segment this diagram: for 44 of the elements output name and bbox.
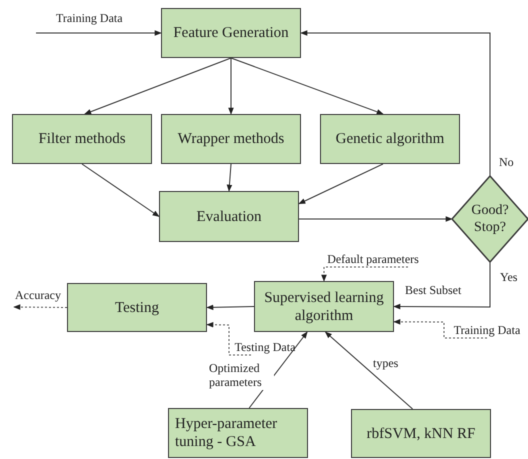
process-box [159, 191, 299, 242]
node-text: Filter methods [38, 130, 126, 148]
dashed-arrow [206, 322, 252, 356]
arrow [298, 216, 453, 222]
process-box [161, 114, 301, 164]
arrow [298, 164, 384, 204]
dashed-arrow [393, 319, 488, 338]
dashed-arrow [321, 266, 408, 282]
edge-label: Yes [499, 270, 518, 284]
edge-label: Accuracy [14, 288, 62, 302]
node-text: Wrapper methods [178, 130, 284, 148]
arrow [206, 304, 254, 310]
arrow [84, 58, 232, 114]
input-label: Testing Data [234, 340, 296, 355]
process-box [161, 8, 301, 58]
arrow [300, 30, 490, 176]
arrow [393, 262, 490, 310]
arrow [226, 164, 232, 192]
arrow [228, 58, 234, 115]
process-box [168, 408, 308, 458]
process-box [12, 114, 152, 164]
process-box [67, 283, 207, 332]
node-text: Testing [115, 298, 159, 316]
edge-label: No [498, 155, 515, 170]
edge-note: Best Subset [404, 283, 462, 298]
arrow [82, 164, 160, 217]
edge-label: Optimized parameters [208, 361, 274, 390]
process-box [254, 281, 394, 332]
dashed-arrow [13, 304, 68, 310]
process-box [351, 409, 491, 458]
edge-label: Training Data [55, 11, 124, 26]
input-label: Default parameters [327, 252, 419, 266]
node-text: Evaluation [196, 208, 262, 226]
arrow [324, 332, 414, 410]
node-text: Supervised learning algorithm [263, 288, 385, 324]
arrow [230, 58, 384, 114]
process-box [320, 114, 460, 164]
input-label: Training Data [454, 322, 520, 338]
arrow [36, 30, 162, 36]
node-text: Hyper-parameter tuning - GSA [175, 415, 278, 451]
node-text: Feature Generation [173, 24, 289, 42]
node-text: Good? Stop? [470, 202, 510, 236]
node-text: Genetic algorithm [336, 130, 444, 148]
node-text: rbfSVM, kNN RF [366, 424, 476, 442]
